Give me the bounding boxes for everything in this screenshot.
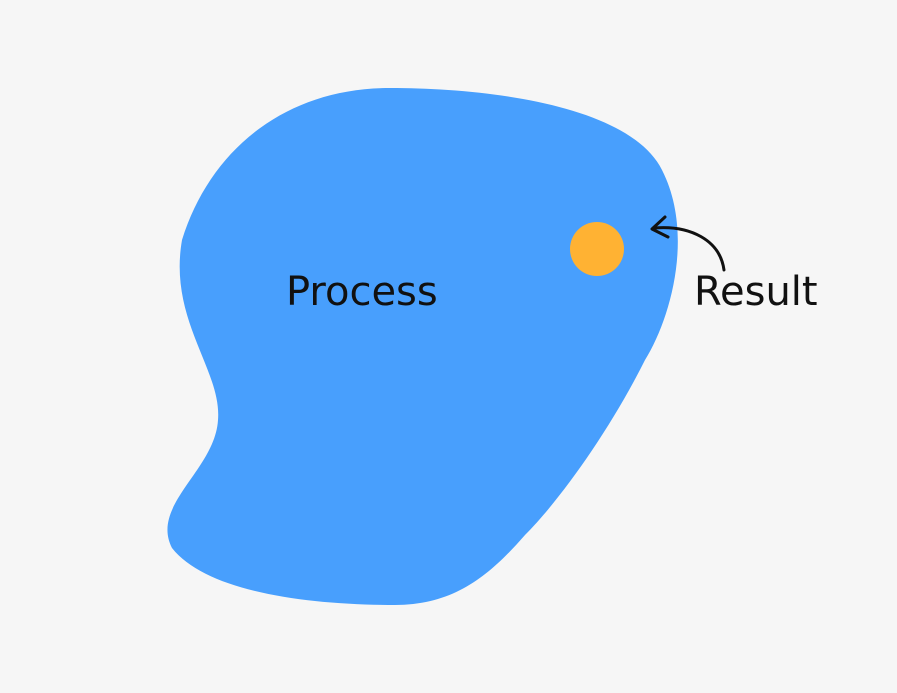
process-label: Process (286, 269, 438, 315)
result-dot (570, 222, 624, 276)
process-blob (167, 88, 678, 605)
result-label: Result (694, 269, 818, 315)
curved-arrow-icon (650, 215, 726, 272)
